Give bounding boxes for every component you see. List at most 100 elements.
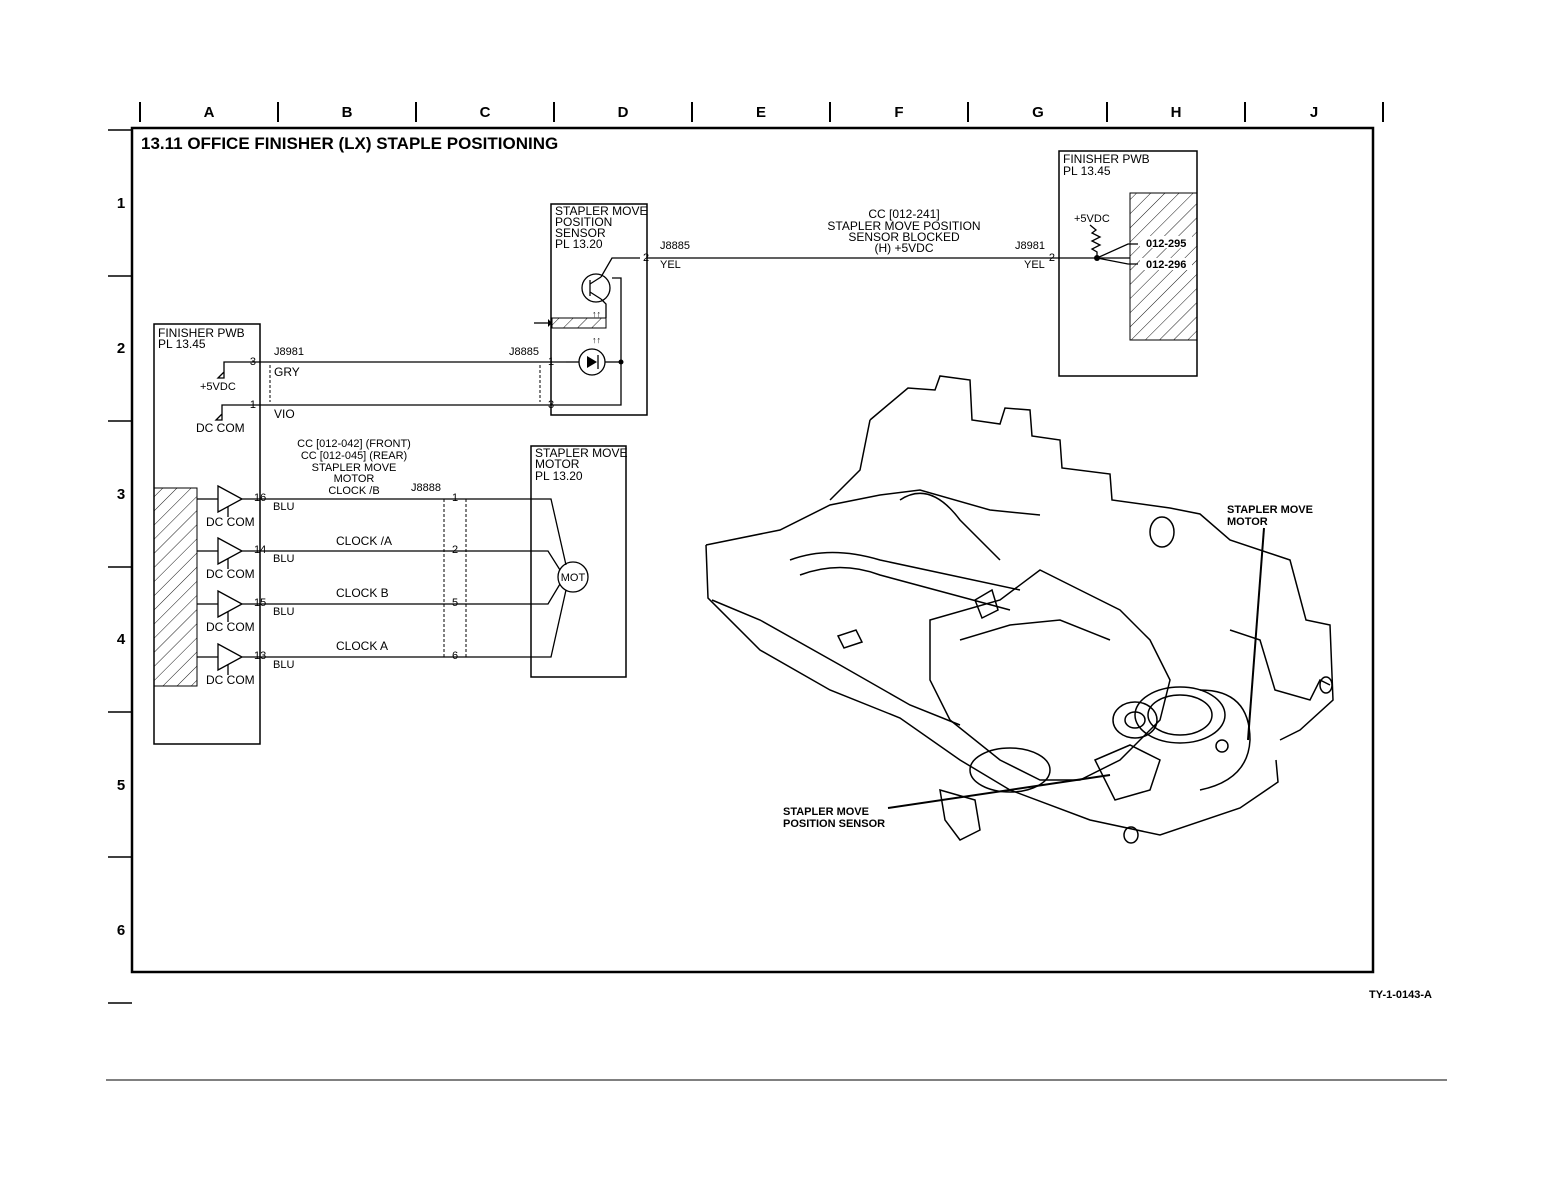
wire-color: BLU (273, 501, 294, 513)
pin-number: 3 (250, 356, 256, 368)
sensor-harness: GRY VIO J8885 1 3 (260, 346, 566, 421)
callout-motor: MOTOR (1227, 516, 1268, 528)
pwb-pl: PL 13.45 (158, 337, 206, 351)
pin-number: 16 (254, 492, 266, 504)
vdc-label: +5VDC (200, 381, 236, 393)
pin-number: 2 (1049, 252, 1055, 264)
cc-label: CLOCK /B (328, 485, 379, 497)
dccom-label: DC COM (206, 673, 255, 687)
figure-id: TY-1-0143-A (1369, 989, 1432, 1001)
connector-label: J8885 (509, 346, 539, 358)
connector-label: J8981 (1015, 240, 1045, 252)
pin-number: 13 (254, 650, 266, 662)
wire-color-yel: YEL (660, 259, 681, 271)
column-label: G (1032, 104, 1044, 121)
sensor-label: STAPLER MOVE (555, 204, 647, 218)
signal-label: CLOCK A (336, 639, 388, 653)
driver-buffer (217, 484, 244, 514)
sensor-check-code: CC [012-241] STAPLER MOVE POSITION SENSO… (827, 207, 980, 255)
motor-symbol (557, 561, 589, 593)
motor-pin: 6 (452, 650, 458, 662)
wire-color: BLU (273, 606, 294, 618)
dccom-label: DC COM (206, 567, 255, 581)
column-grid: A B C D E F G H J (139, 102, 1384, 122)
motor-pin: 1 (452, 492, 458, 504)
pin-number: 14 (254, 544, 266, 556)
row-label: 1 (117, 195, 125, 212)
column-label: H (1171, 104, 1182, 121)
svg-text:↑↑: ↑↑ (592, 309, 601, 319)
wire-color: BLU (273, 553, 294, 565)
cc-label: MOTOR (334, 473, 375, 485)
sensor-pl: PL 13.20 (555, 237, 603, 251)
callout-sensor: STAPLER MOVE (783, 806, 869, 818)
pwb-name: FINISHER PWB (158, 326, 245, 340)
stapler-assembly-illustration (705, 375, 1334, 844)
cc-label: CC [012-241] (868, 207, 939, 221)
pin-number: 2 (643, 252, 649, 264)
callout-motor: STAPLER MOVE (1227, 504, 1313, 516)
pin-number: 1 (250, 399, 256, 411)
signal-label: CLOCK B (336, 586, 389, 600)
row-label: 2 (117, 340, 125, 357)
position-sensor-block: STAPLER MOVE POSITION SENSOR PL 13.20 ↑↑… (534, 203, 690, 416)
callouts: STAPLER MOVE MOTOR STAPLER MOVE POSITION… (783, 504, 1313, 830)
dccom-label: DC COM (196, 421, 245, 435)
connector-label: J8885 (660, 240, 690, 252)
wire-color: BLU (273, 659, 294, 671)
cc-label: SENSOR BLOCKED (848, 230, 960, 244)
column-label: C (480, 104, 491, 121)
page-title: 13.11 OFFICE FINISHER (LX) STAPLE POSITI… (141, 134, 558, 153)
motor-drivers: 16 BLU DC COM 1 14 BLU CLOCK /A DC COM 2… (197, 484, 531, 687)
status-code: 012-296 (1146, 259, 1186, 271)
column-label: E (756, 104, 766, 121)
motor-pin: 2 (452, 544, 458, 556)
diagram-frame (130, 126, 1375, 974)
dccom-label: DC COM (206, 620, 255, 634)
column-label: J (1310, 104, 1318, 121)
row-label: 5 (117, 777, 125, 794)
column-label: B (342, 104, 353, 121)
motor-symbol-label: MOT (561, 572, 586, 584)
pwb-name: FINISHER PWB (1063, 152, 1150, 166)
sensor-label: SENSOR (555, 226, 606, 240)
motor-pin: 5 (452, 597, 458, 609)
column-label: D (618, 104, 629, 121)
finisher-pwb-left: FINISHER PWB PL 13.45 +5VDC DC COM 3 1 J… (153, 323, 304, 745)
finisher-pwb-right: FINISHER PWB PL 13.45 +5VDC 012-295 012-… (1015, 150, 1198, 377)
row-grid: 1 2 3 4 5 6 (108, 129, 132, 1004)
dccom-label: DC COM (206, 515, 255, 529)
pwb-pl: PL 13.45 (1063, 164, 1111, 178)
vdc-label: +5VDC (1074, 213, 1110, 225)
row-label: 3 (117, 486, 125, 503)
sensor-label: POSITION (555, 215, 612, 229)
connector-label: J8888 (411, 482, 441, 494)
wire-color-gry: GRY (274, 365, 300, 379)
row-label: 6 (117, 922, 125, 939)
pin-number: 15 (254, 597, 266, 609)
cc-label: CC [012-045] (REAR) (301, 450, 407, 462)
column-label: A (204, 104, 215, 121)
column-label: F (894, 104, 903, 121)
status-code: 012-295 (1146, 238, 1186, 250)
motor-check-code: CC [012-042] (FRONT) CC [012-045] (REAR)… (297, 438, 441, 497)
cc-label: STAPLER MOVE (312, 462, 397, 474)
driver-buffer (217, 536, 244, 566)
driver-buffer (217, 589, 244, 619)
connector-label: J8981 (274, 346, 304, 358)
cc-label: STAPLER MOVE POSITION (827, 219, 980, 233)
motor-label: STAPLER MOVE (535, 446, 627, 460)
cc-label: (H) +5VDC (874, 241, 933, 255)
stapler-motor-block: STAPLER MOVE MOTOR PL 13.20 MOT (530, 445, 627, 678)
driver-buffer (217, 642, 244, 672)
wire-color-vio: VIO (274, 407, 295, 421)
motor-label: MOTOR (535, 457, 580, 471)
wire-color-yel: YEL (1024, 259, 1045, 271)
row-label: 4 (117, 631, 126, 648)
motor-pl: PL 13.20 (535, 469, 583, 483)
svg-text:↑↑: ↑↑ (592, 335, 601, 345)
signal-label: CLOCK /A (336, 534, 392, 548)
cc-label: CC [012-042] (FRONT) (297, 438, 411, 450)
callout-sensor: POSITION SENSOR (783, 818, 885, 830)
